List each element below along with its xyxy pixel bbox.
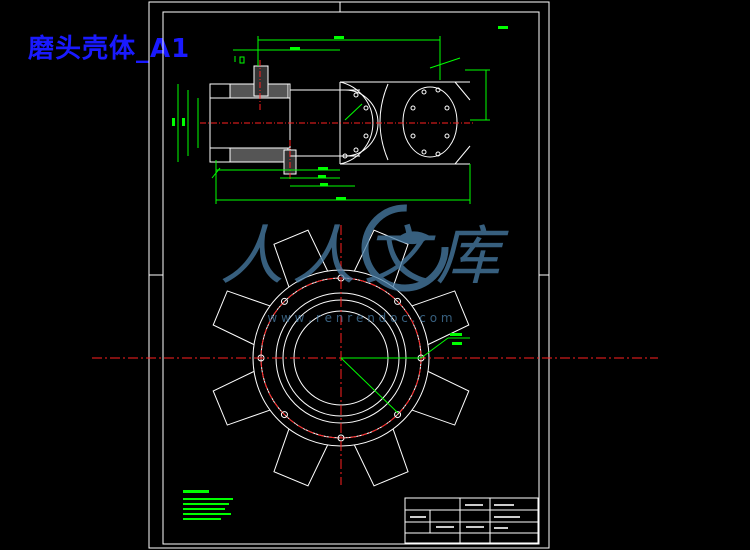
- bolt-hole: [394, 411, 402, 419]
- watermark-text: 人人文库: [220, 220, 509, 294]
- housing-lobe: [212, 370, 271, 426]
- bolt-hole: [280, 297, 288, 305]
- housing-lobe: [411, 370, 470, 426]
- housing-lobe: [353, 428, 409, 487]
- watermark-url: w w w . r e n r e n d o c . c o m: [267, 311, 452, 325]
- side-dimensions: [177, 36, 490, 204]
- inner-frame: [162, 11, 540, 545]
- watermark: 人人文库 w w w . r e n r e n d o c . c o m: [220, 204, 509, 325]
- technical-notes: [183, 490, 233, 520]
- title-block: [404, 497, 539, 544]
- drawing-title: 磨头壳体_A1: [28, 34, 191, 64]
- bolt-hole: [280, 411, 288, 419]
- front-view-blades: [212, 229, 470, 487]
- side-bolt-holes: [342, 87, 450, 159]
- housing-lobe: [411, 290, 470, 346]
- housing-lobe: [212, 290, 271, 346]
- side-section-view: [209, 65, 471, 175]
- housing-lobe: [273, 229, 329, 288]
- bolt-hole: [394, 297, 402, 305]
- housing-lobe: [273, 428, 329, 487]
